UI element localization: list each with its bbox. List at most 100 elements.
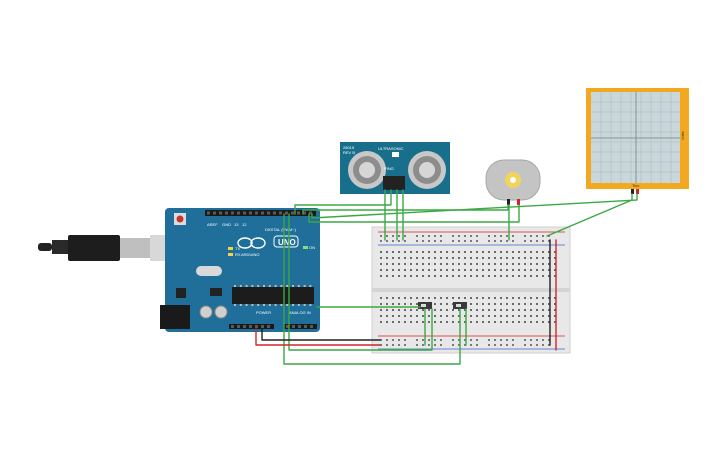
power-pin[interactable] — [243, 325, 246, 328]
breadboard-hole[interactable] — [464, 235, 466, 237]
breadboard-hole[interactable] — [476, 309, 478, 311]
breadboard-hole[interactable] — [458, 235, 460, 237]
breadboard-hole[interactable] — [392, 240, 394, 242]
breadboard-hole[interactable] — [434, 344, 436, 346]
breadboard-hole[interactable] — [542, 275, 544, 277]
breadboard-hole[interactable] — [410, 315, 412, 317]
breadboard-hole[interactable] — [548, 339, 550, 341]
breadboard-hole[interactable] — [434, 263, 436, 265]
breadboard-hole[interactable] — [536, 275, 538, 277]
breadboard-hole[interactable] — [416, 315, 418, 317]
breadboard-hole[interactable] — [470, 321, 472, 323]
breadboard-hole[interactable] — [398, 321, 400, 323]
breadboard-hole[interactable] — [512, 257, 514, 259]
breadboard-hole[interactable] — [536, 339, 538, 341]
breadboard-hole[interactable] — [494, 297, 496, 299]
breadboard-holes[interactable] — [380, 235, 556, 346]
breadboard-hole[interactable] — [434, 275, 436, 277]
breadboard-hole[interactable] — [416, 321, 418, 323]
breadboard-hole[interactable] — [458, 339, 460, 341]
breadboard-hole[interactable] — [500, 263, 502, 265]
breadboard-hole[interactable] — [536, 240, 538, 242]
breadboard-hole[interactable] — [488, 297, 490, 299]
breadboard-hole[interactable] — [404, 263, 406, 265]
breadboard-hole[interactable] — [440, 321, 442, 323]
breadboard-hole[interactable] — [452, 257, 454, 259]
breadboard-hole[interactable] — [392, 339, 394, 341]
breadboard-hole[interactable] — [530, 269, 532, 271]
breadboard-hole[interactable] — [494, 269, 496, 271]
breadboard-hole[interactable] — [410, 275, 412, 277]
breadboard-hole[interactable] — [440, 339, 442, 341]
breadboard-hole[interactable] — [458, 257, 460, 259]
breadboard-hole[interactable] — [524, 344, 526, 346]
breadboard-hole[interactable] — [488, 344, 490, 346]
breadboard-hole[interactable] — [548, 251, 550, 253]
breadboard-hole[interactable] — [518, 263, 520, 265]
usb-cable[interactable] — [38, 235, 172, 261]
motor-terminal-positive[interactable] — [517, 199, 520, 205]
breadboard-hole[interactable] — [530, 257, 532, 259]
breadboard-hole[interactable] — [512, 303, 514, 305]
breadboard-hole[interactable] — [506, 257, 508, 259]
power-pin[interactable] — [255, 325, 258, 328]
breadboard-hole[interactable] — [488, 315, 490, 317]
breadboard-hole[interactable] — [422, 321, 424, 323]
breadboard-hole[interactable] — [506, 315, 508, 317]
breadboard-hole[interactable] — [542, 269, 544, 271]
digital-pin[interactable] — [219, 211, 222, 215]
breadboard-hole[interactable] — [470, 344, 472, 346]
breadboard-hole[interactable] — [440, 303, 442, 305]
wire-sensor-trig[interactable] — [294, 189, 392, 215]
breadboard-hole[interactable] — [500, 309, 502, 311]
digital-pin[interactable] — [267, 211, 270, 215]
breadboard-hole[interactable] — [452, 321, 454, 323]
wire-gnd[interactable] — [261, 328, 381, 341]
breadboard-hole[interactable] — [452, 339, 454, 341]
breadboard-hole[interactable] — [404, 240, 406, 242]
breadboard-hole[interactable] — [554, 309, 556, 311]
breadboard-hole[interactable] — [506, 344, 508, 346]
breadboard-hole[interactable] — [518, 297, 520, 299]
breadboard-hole[interactable] — [452, 344, 454, 346]
breadboard-hole[interactable] — [482, 275, 484, 277]
breadboard-hole[interactable] — [434, 309, 436, 311]
bottom-header-pins[interactable] — [231, 325, 313, 328]
breadboard-hole[interactable] — [512, 321, 514, 323]
breadboard-hole[interactable] — [440, 297, 442, 299]
breadboard-hole[interactable] — [476, 275, 478, 277]
breadboard-hole[interactable] — [488, 251, 490, 253]
breadboard-hole[interactable] — [500, 297, 502, 299]
breadboard-hole[interactable] — [428, 235, 430, 237]
breadboard-hole[interactable] — [500, 257, 502, 259]
breadboard-hole[interactable] — [512, 297, 514, 299]
breadboard-hole[interactable] — [470, 303, 472, 305]
breadboard-hole[interactable] — [404, 269, 406, 271]
breadboard-hole[interactable] — [470, 297, 472, 299]
breadboard-hole[interactable] — [398, 263, 400, 265]
breadboard-hole[interactable] — [512, 235, 514, 237]
breadboard-hole[interactable] — [554, 251, 556, 253]
wire-5v[interactable] — [255, 328, 381, 346]
breadboard-hole[interactable] — [380, 257, 382, 259]
breadboard-hole[interactable] — [392, 257, 394, 259]
breadboard-hole[interactable] — [494, 309, 496, 311]
breadboard-hole[interactable] — [494, 251, 496, 253]
digital-pin[interactable] — [273, 211, 276, 215]
breadboard-hole[interactable] — [518, 309, 520, 311]
breadboard-hole[interactable] — [422, 235, 424, 237]
breadboard-hole[interactable] — [440, 309, 442, 311]
analog-pin[interactable] — [298, 325, 301, 328]
breadboard-hole[interactable] — [500, 339, 502, 341]
breadboard-hole[interactable] — [446, 257, 448, 259]
breadboard-hole[interactable] — [476, 303, 478, 305]
power-pin[interactable] — [261, 325, 264, 328]
breadboard-hole[interactable] — [494, 344, 496, 346]
breadboard-hole[interactable] — [386, 263, 388, 265]
breadboard-hole[interactable] — [500, 321, 502, 323]
breadboard-hole[interactable] — [530, 235, 532, 237]
breadboard-hole[interactable] — [530, 251, 532, 253]
breadboard-hole[interactable] — [524, 240, 526, 242]
breadboard-hole[interactable] — [548, 263, 550, 265]
breadboard-hole[interactable] — [488, 235, 490, 237]
